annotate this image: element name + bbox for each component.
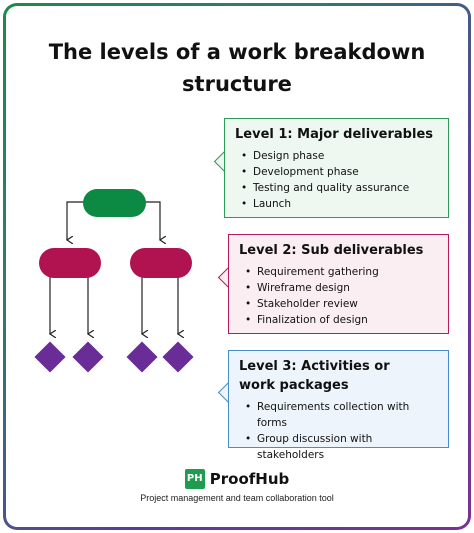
brand-footer: PH ProofHub Project management and team … [6,468,468,503]
level1-list: Design phase Development phase Testing a… [235,148,438,212]
level2-node [130,248,192,278]
level1-callout: Level 1: Major deliverables Design phase… [224,118,449,218]
level1-node [83,189,146,217]
level2-list: Requirement gathering Wireframe design S… [239,264,438,328]
level2-node [39,248,101,278]
list-item: Group discussion with stakeholders [245,431,438,463]
brand-tagline: Project management and team collaboratio… [140,493,334,503]
level3-node [72,341,104,373]
list-item: Stakeholder review [245,296,438,312]
list-item: Wireframe design [245,280,438,296]
level3-node [162,341,194,373]
title-line-2: structure [182,72,292,96]
gradient-frame: The levels of a work breakdown structure [3,3,471,530]
level2-callout: Level 2: Sub deliverables Requirement ga… [228,234,449,334]
level2-heading: Level 2: Sub deliverables [239,243,424,258]
connector-l1-right [145,201,160,240]
list-item: Requirements collection with forms [245,399,438,431]
list-item: Requirement gathering [245,264,438,280]
title-line-1: The levels of a work breakdown [48,40,426,64]
brand-logo: PH ProofHub [184,469,290,489]
level3-node [34,341,66,373]
list-item: Development phase [241,164,438,180]
level3-node [126,341,158,373]
page-title: The levels of a work breakdown structure [6,36,468,100]
list-item: Launch [241,196,438,212]
level3-heading: Level 3: Activities or work packages [239,359,390,393]
list-item: Design phase [241,148,438,164]
list-item: Finalization of design [245,312,438,328]
level3-callout: Level 3: Activities or work packages Req… [228,350,449,461]
wbs-tree-diagram [34,189,194,373]
proofhub-logo-icon: PH [184,469,205,489]
level1-heading: Level 1: Major deliverables [235,127,434,142]
list-item: Testing and quality assurance [241,180,438,196]
level3-list: Requirements collection with forms Group… [239,399,438,463]
infographic-card: The levels of a work breakdown structure [6,6,468,527]
brand-name: ProofHub [209,470,290,488]
connector-l1-left [67,201,85,240]
